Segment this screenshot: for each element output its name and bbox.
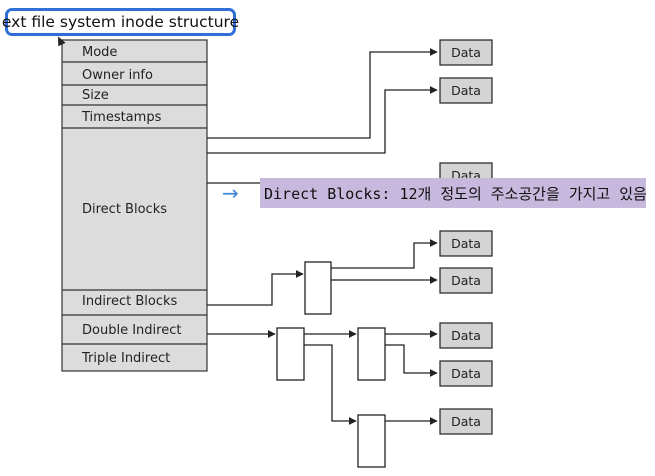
annotation-arrow-icon: → [222,181,239,205]
double-indirect-l2-block-b [357,414,386,468]
data-block [439,322,493,349]
field-owner-info: Owner info [82,68,153,83]
data-block-label: Data [451,328,481,343]
data-block [439,360,493,387]
inode-table [61,39,208,372]
field-timestamps: Timestamps [81,110,162,125]
data-block-label: Data [451,45,481,60]
diagram-title: ext file system inode structure [2,8,239,36]
data-block [439,267,493,294]
data-block-label: Data [451,273,481,288]
data-block-label: Data [451,83,481,98]
direct-blocks-annotation: Direct Blocks: 12개 정도의 주소공간을 가지고 있음 [260,178,646,208]
data-block-label: Data [451,366,481,381]
data-block-label: Data [451,236,481,251]
data-block [439,77,493,104]
data-block [439,408,493,435]
data-block [439,230,493,257]
double-indirect-l1-block [276,327,305,381]
field-double-indirect: Double Indirect [82,323,181,338]
field-mode: Mode [82,45,117,60]
data-block-label: Data [451,414,481,429]
data-block [439,39,493,66]
field-indirect-blocks: Indirect Blocks [82,294,178,309]
double-indirect-l2-block-a [357,327,386,381]
field-direct-blocks: Direct Blocks [82,202,167,217]
pointer-lines [207,48,438,425]
field-size: Size [82,88,109,103]
indirect-block [304,261,332,315]
inode-row-dividers [62,61,207,345]
data-blocks: Data Data Data Data Data Data Data Data [439,39,493,435]
field-triple-indirect: Triple Indirect [81,351,170,366]
